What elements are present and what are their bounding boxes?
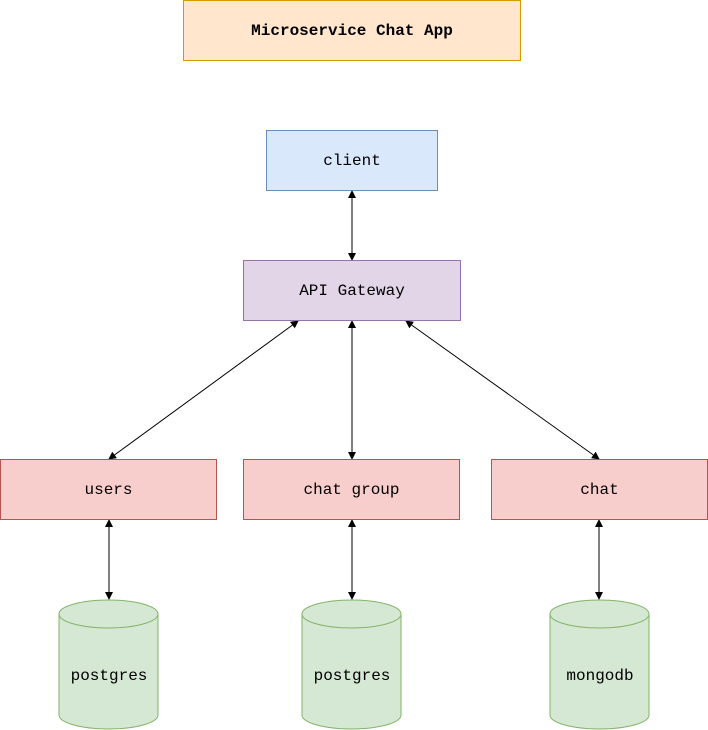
database-cylinder-chat-group: [301, 599, 402, 730]
chat-group-service-node: chat group: [243, 459, 460, 520]
diagram-title: Microservice Chat App: [183, 0, 521, 61]
client-node: client: [266, 130, 438, 191]
users-service-node: users: [0, 459, 217, 520]
chat-db-label: mongodb: [566, 667, 634, 685]
chat-group-db-label: postgres: [313, 667, 391, 685]
chat-service-node: chat: [491, 459, 708, 520]
database-cylinder-users: [58, 599, 159, 730]
edge-gateway-users: [108, 320, 299, 460]
api-gateway-node: API Gateway: [243, 260, 461, 321]
edge-gateway-chat: [405, 320, 600, 460]
users-db-label: postgres: [70, 667, 148, 685]
database-cylinder-chat: [549, 599, 650, 730]
